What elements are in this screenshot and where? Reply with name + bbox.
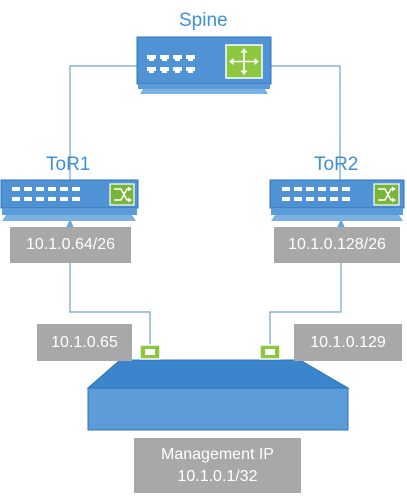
tor2-label: ToR2: [314, 154, 359, 175]
port-icon: [48, 197, 56, 201]
port-icon: [72, 187, 80, 191]
management-ip-label: Management IP: [161, 445, 274, 463]
tor1-label: ToR1: [46, 154, 91, 175]
port-icon: [173, 55, 182, 61]
switch-icon: [109, 183, 135, 206]
router-icon: [225, 44, 263, 79]
port-icon: [342, 197, 350, 201]
port-icon: [173, 67, 182, 73]
tor1-ports: [12, 187, 80, 201]
port-icon: [306, 187, 314, 191]
server-body: [87, 387, 349, 431]
nic-icon: [139, 344, 161, 360]
port-icon: [318, 197, 326, 201]
port-icon: [60, 197, 68, 201]
port-icon: [282, 187, 290, 191]
port-icon: [282, 197, 290, 201]
port-icon: [186, 67, 195, 73]
port-icon: [186, 55, 195, 61]
spine-label: Spine: [179, 10, 228, 31]
switch-icon: [373, 183, 400, 206]
port-icon: [294, 187, 302, 191]
port-icon: [36, 197, 44, 201]
links: [69, 65, 342, 345]
spine-ports: [147, 55, 195, 73]
port-icon: [24, 197, 32, 201]
port-icon: [306, 197, 314, 201]
server: [86, 359, 350, 431]
port-icon: [48, 187, 56, 191]
port-icon: [330, 187, 338, 191]
spine-router: [136, 36, 272, 94]
port-icon: [330, 197, 338, 201]
tor2-switch: [269, 179, 405, 221]
nic1-ip: 10.1.0.65: [51, 333, 118, 351]
port-icon: [72, 197, 80, 201]
port-icon: [147, 55, 156, 61]
server-top: [86, 359, 350, 389]
nic2-ip: 10.1.0.129: [310, 333, 386, 351]
port-icon: [342, 187, 350, 191]
tor2-ports: [282, 187, 350, 201]
port-icon: [12, 187, 20, 191]
port-icon: [160, 67, 169, 73]
tor1-subnet-box: 10.1.0.64/26: [10, 227, 131, 263]
port-icon: [36, 187, 44, 191]
tor1-subnet: 10.1.0.64/26: [26, 236, 115, 253]
port-icon: [160, 55, 169, 61]
management-ip-box: Management IP 10.1.0.1/32: [134, 438, 301, 493]
link-spine-tor2: [270, 65, 341, 182]
link-tor1-nic1: [69, 222, 151, 345]
port-icon: [318, 187, 326, 191]
port-icon: [147, 67, 156, 73]
link-tor2-nic2: [269, 222, 342, 345]
management-ip-value: 10.1.0.1/32: [177, 467, 258, 485]
tor1-switch: [0, 179, 139, 221]
nic2-ip-box: 10.1.0.129: [294, 324, 402, 361]
tor2-subnet-box: 10.1.0.128/26: [274, 227, 400, 263]
link-spine-tor1: [69, 65, 138, 182]
tor2-subnet: 10.1.0.128/26: [288, 236, 386, 253]
nic-icon: [259, 344, 281, 360]
port-icon: [12, 197, 20, 201]
port-icon: [60, 187, 68, 191]
port-icon: [24, 187, 32, 191]
nic1-ip-box: 10.1.0.65: [37, 324, 132, 361]
port-icon: [294, 197, 302, 201]
